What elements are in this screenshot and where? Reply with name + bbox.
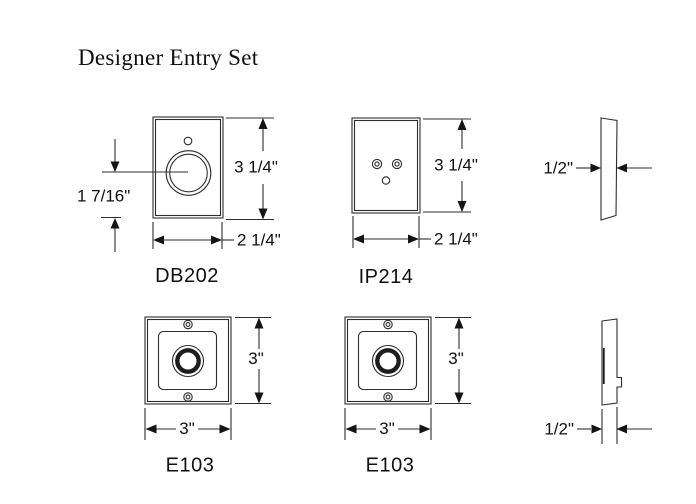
arrowhead-left-icon (616, 163, 627, 173)
db202-width-dimension: 2 1/4" (152, 222, 281, 250)
db202-width-text: 2 1/4" (237, 231, 281, 250)
side-profile-outline (600, 117, 618, 221)
e103-left-width-text: 3" (179, 419, 195, 438)
db202-bore-offset-dimension: 1 7/16" (77, 139, 188, 252)
e103-cylinder-ring (375, 348, 401, 374)
arrowhead-right-icon (211, 235, 222, 245)
db202-part-label: DB202 (155, 265, 219, 287)
e103-right-height-dimension: 3" (435, 316, 471, 405)
e103-raised-panel (357, 330, 418, 391)
db202-plate-outline (152, 116, 224, 219)
ip214-width-text: 2 1/4" (434, 230, 478, 249)
e103-left-part-label: E103 (166, 455, 215, 477)
e103-cylinder-outer-circle (171, 344, 205, 378)
e103-screw-hole-center (185, 394, 191, 400)
top-thickness-text: 1/2" (543, 159, 573, 178)
ip214-plate-inner-outline (353, 119, 419, 212)
arrowhead-up-icon (258, 118, 268, 129)
ip214-part-label: IP214 (359, 266, 414, 288)
e103-cylinder-ring (175, 348, 201, 374)
arrowhead-right-icon (591, 424, 602, 434)
arrowhead-left-icon (145, 424, 157, 434)
e103-raised-panel (157, 330, 218, 391)
e103-left-height-text: 3" (248, 349, 264, 368)
arrowhead-up-icon (254, 317, 264, 329)
arrowhead-left-icon (353, 234, 364, 244)
db202-thumbturn-inner-circle (169, 153, 208, 193)
e103-left-height-dimension: 3" (235, 316, 271, 405)
e103-screw-hole-center (385, 322, 391, 327)
e103-cylinder-outer-circle (371, 344, 405, 378)
arrowhead-right-icon (590, 163, 601, 173)
arrowhead-up-icon (110, 218, 120, 229)
ip214-height-text: 3 1/4" (434, 156, 478, 175)
e103-right-width-dimension: 3" (344, 408, 432, 440)
e103-right-part-label: E103 (366, 455, 415, 477)
plate-side-view-top: 1/2" (543, 117, 652, 221)
e103-right-height-text: 3" (448, 349, 464, 368)
db202-front-view: 1 7/16" 3 1/4" 2 1/4" (77, 116, 281, 287)
e103-left-width-dimension: 3" (144, 408, 232, 440)
db202-bore-offset-text: 1 7/16" (77, 187, 130, 206)
arrowhead-left-icon (345, 424, 357, 434)
arrowhead-right-icon (219, 424, 231, 434)
arrowhead-down-icon (110, 161, 120, 172)
bottom-thickness-text: 1/2" (544, 420, 574, 439)
page-title: Designer Entry Set (78, 45, 259, 70)
db202-height-text: 3 1/4" (234, 158, 278, 177)
arrowhead-left-icon (616, 424, 627, 434)
db202-screw-hole (183, 136, 193, 146)
e103-screw-hole-center (185, 322, 191, 327)
e103-screw-hole (383, 392, 393, 402)
e103-right-width-text: 3" (379, 419, 395, 438)
ip214-screw-hole (391, 158, 403, 170)
e103-front-view-left: 3" 3" E103 (144, 316, 271, 477)
ip214-screw-hole-center (394, 161, 400, 167)
arrowhead-right-icon (408, 234, 419, 244)
e103-screw-hole (183, 319, 193, 330)
ip214-cable-hole (381, 176, 391, 185)
ip214-width-dimension: 2 1/4" (352, 216, 478, 249)
arrowhead-left-icon (153, 235, 164, 245)
db202-thumbturn-outer-circle (165, 150, 212, 196)
arrowhead-down-icon (454, 392, 464, 404)
arrowhead-down-icon (258, 208, 268, 220)
e103-front-view-right: 3" 3" E103 (344, 316, 471, 477)
plate-side-view-bottom: 1/2" (544, 318, 652, 444)
ip214-height-dimension: 3 1/4" (423, 118, 478, 213)
db202-height-dimension: 3 1/4" (226, 117, 278, 221)
ip214-screw-hole (371, 158, 383, 170)
e103-screw-hole (383, 319, 393, 330)
arrowhead-up-icon (454, 317, 464, 329)
ip214-screw-hole-center (374, 161, 380, 167)
e103-plate-outline (344, 316, 432, 405)
e103-plate-outline (144, 316, 232, 405)
ip214-plate-outline (351, 117, 421, 214)
e103-screw-hole (183, 392, 193, 402)
ip214-front-view: 3 1/4" 2 1/4" IP214 (351, 117, 478, 288)
side-profile-outline (601, 318, 623, 406)
arrowhead-down-icon (254, 392, 264, 404)
e103-screw-hole-center (385, 394, 391, 400)
arrowhead-down-icon (457, 201, 467, 212)
arrowhead-right-icon (419, 424, 431, 434)
db202-plate-inner-outline (154, 118, 222, 217)
arrowhead-up-icon (457, 119, 467, 130)
